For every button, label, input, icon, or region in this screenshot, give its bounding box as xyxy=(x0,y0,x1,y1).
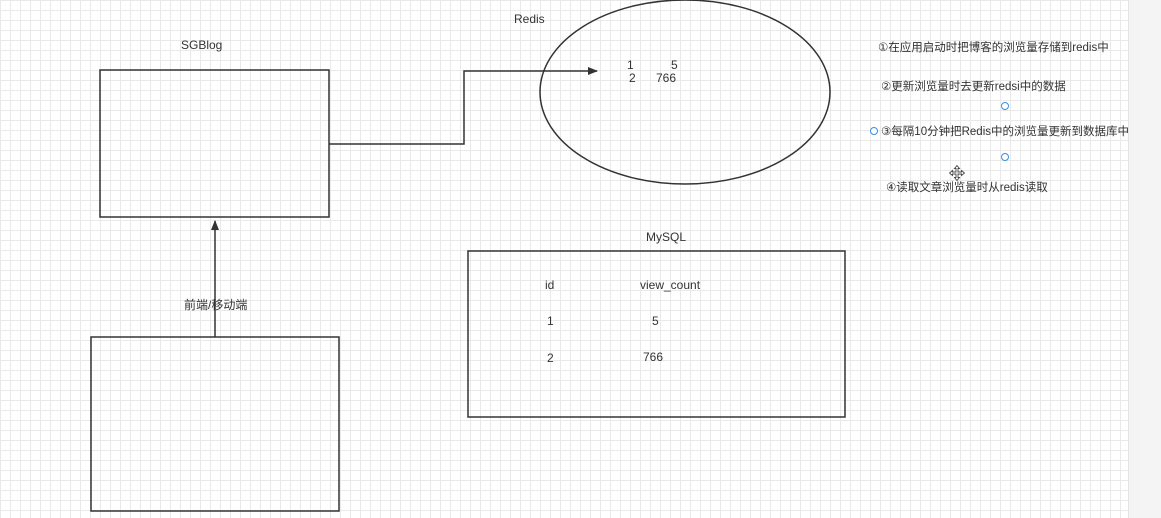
redis-row-value: 766 xyxy=(656,71,677,85)
frontend-label: 前端/移动端 xyxy=(184,298,248,312)
mysql-cell-id: 2 xyxy=(547,351,554,365)
step-note-2[interactable]: ②更新浏览量时去更新redsi中的数据 xyxy=(881,81,1066,93)
diagram-shapes xyxy=(90,0,846,512)
frontend-box[interactable] xyxy=(90,336,340,512)
step-note-1[interactable]: ①在应用启动时把博客的浏览量存储到redis中 xyxy=(878,42,1109,54)
move-icon[interactable] xyxy=(949,165,965,181)
redis-ellipse[interactable] xyxy=(539,0,831,185)
mysql-column-header-view-count: view_count xyxy=(640,278,701,292)
mysql-cell-id: 1 xyxy=(547,314,554,328)
redis-row-value: 5 xyxy=(671,58,678,72)
diagram-canvas[interactable]: SGBlog Redis 前端/移动端 MySQL 1 5 2 766 id v… xyxy=(0,0,1136,518)
redis-row-id: 2 xyxy=(629,71,636,85)
step-note-4[interactable]: ④读取文章浏览量时从redis读取 xyxy=(886,182,1048,194)
sgblog-box[interactable] xyxy=(99,69,330,218)
sgblog-to-redis-arrow[interactable] xyxy=(329,67,598,145)
redis-label: Redis xyxy=(514,12,545,26)
mysql-label: MySQL xyxy=(646,230,687,244)
selection-handle-icon[interactable] xyxy=(1001,102,1009,110)
mysql-column-header-id: id xyxy=(545,278,555,292)
sgblog-label: SGBlog xyxy=(181,38,223,52)
redis-row-id: 1 xyxy=(627,58,634,72)
mysql-cell-view-count: 766 xyxy=(643,350,664,364)
selection-handle-icon[interactable] xyxy=(1001,153,1009,161)
mysql-cell-view-count: 5 xyxy=(652,314,659,328)
mysql-table-box[interactable] xyxy=(467,250,846,418)
canvas-right-margin xyxy=(1128,0,1161,518)
step-note-3-selected[interactable]: ③每隔10分钟把Redis中的浏览量更新到数据库中 xyxy=(881,126,1130,138)
selection-handle-icon[interactable] xyxy=(870,127,878,135)
